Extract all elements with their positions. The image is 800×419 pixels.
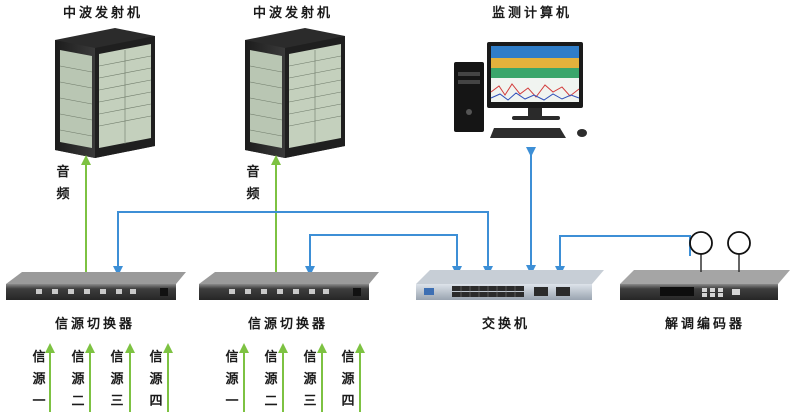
- source-2-label: 信源二: [71, 350, 85, 409]
- source-3-label: 信源三: [110, 350, 124, 409]
- source-switcher-device-1: [6, 272, 186, 300]
- source-1-label: 信源一: [32, 350, 46, 409]
- network-links: [117, 211, 691, 270]
- transmitter-1-label: 中波发射机: [62, 6, 143, 21]
- link-switch-to-decoder: [559, 235, 691, 270]
- source-1-label: 信源一: [225, 350, 239, 409]
- source-3-label: 信源三: [303, 350, 317, 409]
- network-arrowheads: [113, 250, 565, 276]
- switcher-1-label: 信源切换器: [54, 317, 135, 332]
- network-switch-device: [416, 270, 604, 300]
- source-arrows-2: [239, 343, 365, 412]
- audio-label-2: 音频: [246, 165, 260, 202]
- decoder-label: 解调编码器: [664, 317, 745, 332]
- source-2-label: 信源二: [264, 350, 278, 409]
- network-switch-label: 交换机: [481, 317, 530, 332]
- transmitter-rack-1: [55, 28, 155, 158]
- link-switch-to-switcher-2: [309, 234, 458, 270]
- source-switcher-device-2: [199, 272, 379, 300]
- transmitter-2-label: 中波发射机: [252, 6, 333, 21]
- source-4-label: 信源四: [341, 350, 355, 409]
- monitor-computer-label: 监测计算机: [491, 6, 572, 21]
- antenna-loop-1-icon: [689, 231, 713, 255]
- link-switch-to-switcher-1: [117, 211, 489, 270]
- monitor-computer: [454, 42, 587, 138]
- antenna-loop-2-icon: [727, 231, 751, 255]
- decoder-device: [620, 231, 790, 300]
- source-4-label: 信源四: [149, 350, 163, 409]
- transmitter-rack-2: [245, 28, 345, 158]
- audio-label-1: 音频: [56, 165, 70, 202]
- source-arrows-1: [45, 343, 173, 412]
- switcher-2-label: 信源切换器: [247, 317, 328, 332]
